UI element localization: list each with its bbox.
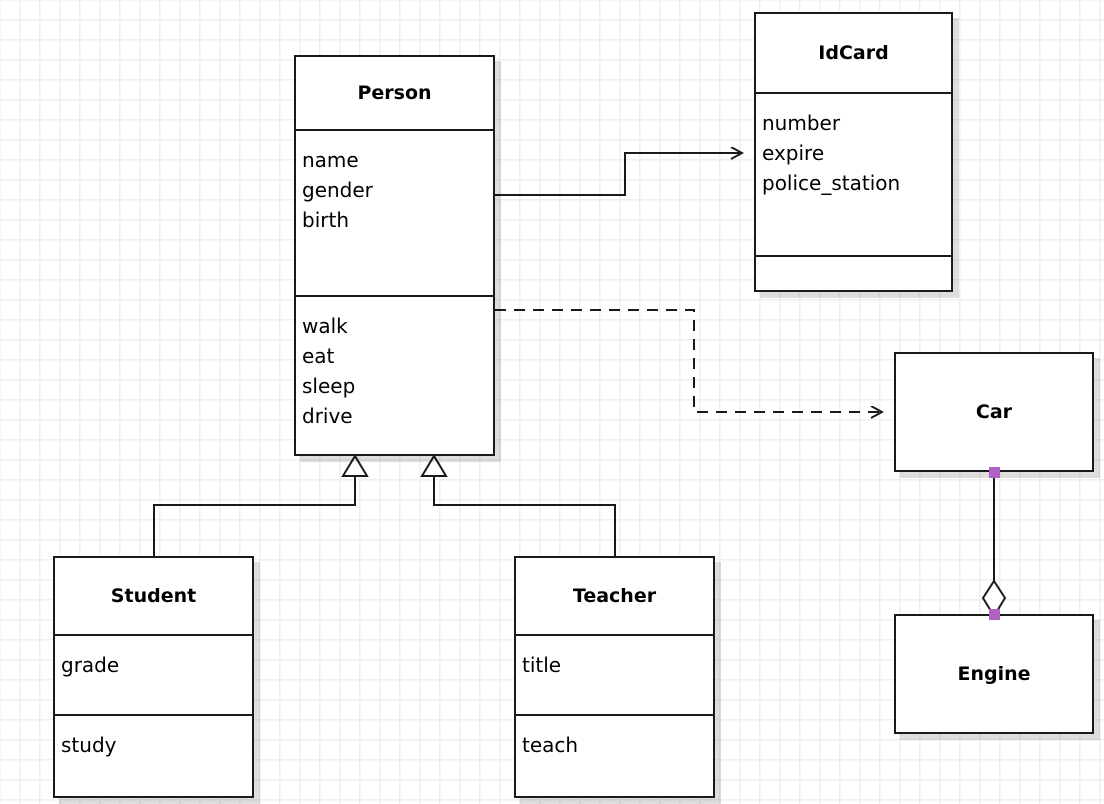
- class-person-title: Person: [357, 82, 432, 104]
- operation-item: walk: [302, 314, 348, 338]
- class-teacher-attributes: title: [516, 634, 713, 714]
- edge-student-person[interactable]: [153, 454, 369, 556]
- class-car[interactable]: Car: [894, 352, 1094, 472]
- class-engine[interactable]: Engine: [894, 614, 1094, 734]
- edge-person-idcard[interactable]: [495, 153, 742, 196]
- operation-item: teach: [522, 733, 579, 757]
- class-engine-title: Engine: [957, 663, 1031, 685]
- attribute-item: expire: [762, 141, 825, 165]
- attribute-item: gender: [302, 178, 373, 202]
- operation-item: drive: [302, 404, 353, 428]
- operation-item: study: [61, 733, 117, 757]
- operation-item: eat: [302, 344, 335, 368]
- attribute-item: police_station: [762, 171, 901, 195]
- operation-item: sleep: [302, 374, 356, 398]
- attribute-item: name: [302, 148, 359, 172]
- attribute-item: number: [762, 111, 841, 135]
- class-person-attributes: name gender birth: [296, 129, 493, 295]
- class-student-attributes: grade: [55, 634, 252, 714]
- class-teacher[interactable]: Teacher title teach: [514, 556, 715, 798]
- class-teacher-title: Teacher: [572, 585, 657, 607]
- attribute-item: title: [522, 653, 562, 677]
- class-student-title: Student: [110, 585, 197, 607]
- class-idcard-title: IdCard: [818, 42, 889, 64]
- class-idcard-attributes: number expire police_station: [756, 92, 951, 255]
- class-student-operations: study: [55, 714, 252, 796]
- class-person[interactable]: Person name gender birth walk eat sleep …: [294, 55, 495, 456]
- edge-person-car[interactable]: [495, 309, 882, 412]
- attribute-item: birth: [302, 208, 349, 232]
- edge-handle-engine-top[interactable]: [989, 609, 1000, 620]
- class-idcard[interactable]: IdCard number expire police_station: [754, 12, 953, 292]
- class-student[interactable]: Student grade study: [53, 556, 254, 798]
- class-person-operations: walk eat sleep drive: [296, 295, 493, 454]
- class-idcard-operations: [756, 255, 951, 290]
- edge-teacher-person[interactable]: [420, 454, 616, 556]
- edge-handle-car-bottom[interactable]: [989, 467, 1000, 478]
- attribute-item: grade: [61, 653, 120, 677]
- class-teacher-operations: teach: [516, 714, 713, 796]
- class-car-title: Car: [975, 401, 1013, 423]
- edge-car-engine[interactable]: [981, 472, 1007, 618]
